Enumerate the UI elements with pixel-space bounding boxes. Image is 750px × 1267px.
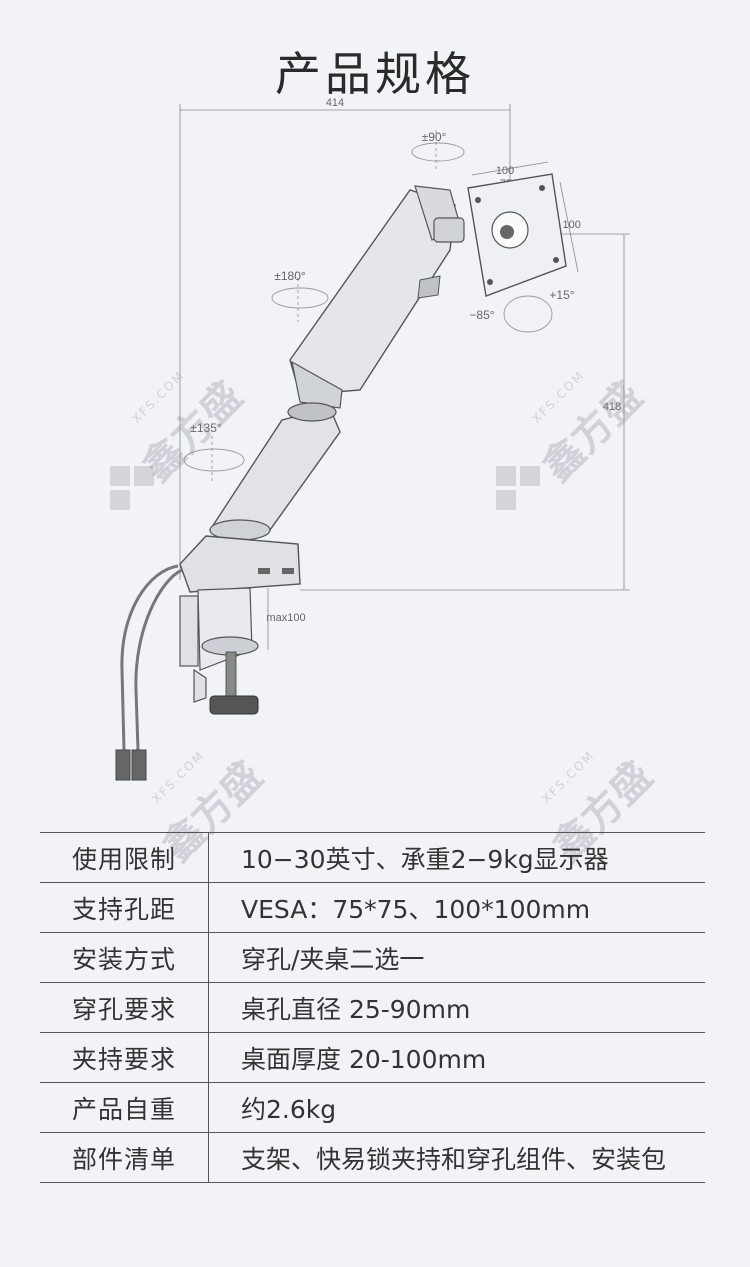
table-row: 安装方式 穿孔/夹桌二选一	[40, 932, 705, 983]
spec-value: 约2.6kg	[208, 1082, 705, 1133]
angle-tilt-down: −85°	[469, 308, 494, 322]
table-row: 穿孔要求 桌孔直径 25-90mm	[40, 982, 705, 1033]
watermark-logo-icon	[496, 466, 540, 510]
table-row: 产品自重 约2.6kg	[40, 1082, 705, 1133]
angle-base-swivel: ±135°	[190, 421, 222, 435]
clamp-label: max100	[266, 612, 305, 624]
watermark-4: 鑫方盛 XFS.COM	[539, 748, 661, 871]
spec-value: 桌孔直径 25-90mm	[208, 982, 705, 1033]
arm-base	[179, 535, 301, 593]
spec-label: 安装方式	[40, 932, 209, 983]
lower-arm	[208, 402, 341, 546]
page-title: 产品规格	[275, 47, 475, 101]
angle-arm-swivel: ±180°	[274, 269, 306, 283]
spec-value: 穿孔/夹桌二选一	[208, 932, 705, 983]
table-row: 部件清单 支架、快易锁夹持和穿孔组件、安装包	[40, 1132, 705, 1183]
spec-value: 10−30英寸、承重2−9kg显示器	[208, 832, 705, 883]
watermark-1: 鑫方盛 XFS.COM	[129, 368, 251, 491]
watermark-2: 鑫方盛 XFS.COM	[529, 368, 651, 491]
height-label: 418	[603, 401, 621, 413]
vesa-outer-horizontal-label: 100	[496, 165, 514, 177]
spec-label: 使用限制	[40, 832, 209, 883]
height-dimension	[300, 233, 630, 591]
spec-table: 使用限制 10−30英寸、承重2−9kg显示器 支持孔距 VESA：75*75、…	[40, 832, 705, 1183]
angle-tilt-up: +15°	[549, 288, 574, 302]
usb-cables	[115, 564, 183, 781]
desk-clamp	[179, 587, 259, 715]
width-label: 414	[326, 97, 344, 109]
spec-label: 支持孔距	[40, 882, 209, 933]
spec-label: 部件清单	[40, 1132, 209, 1183]
upper-arm	[289, 185, 465, 409]
rotation-arrows	[183, 130, 553, 484]
watermark-3: 鑫方盛 XFS.COM	[149, 748, 271, 871]
watermark-logo-icon	[110, 466, 154, 510]
spec-label: 产品自重	[40, 1082, 209, 1133]
spec-label: 穿孔要求	[40, 982, 209, 1033]
vesa-plate	[467, 173, 567, 297]
spec-value: 支架、快易锁夹持和穿孔组件、安装包	[208, 1132, 705, 1183]
table-row: 夹持要求 桌面厚度 20-100mm	[40, 1032, 705, 1083]
table-row: 使用限制 10−30英寸、承重2−9kg显示器	[40, 832, 705, 883]
spec-value: 桌面厚度 20-100mm	[208, 1032, 705, 1083]
spec-value: VESA：75*75、100*100mm	[208, 882, 705, 933]
monitor-arm-diagram: 414 418 100 75 75 100 max100 ±90° ±180° …	[115, 97, 630, 781]
angle-top-swivel: ±90°	[422, 130, 447, 144]
table-row: 支持孔距 VESA：75*75、100*100mm	[40, 882, 705, 933]
spec-label: 夹持要求	[40, 1032, 209, 1083]
